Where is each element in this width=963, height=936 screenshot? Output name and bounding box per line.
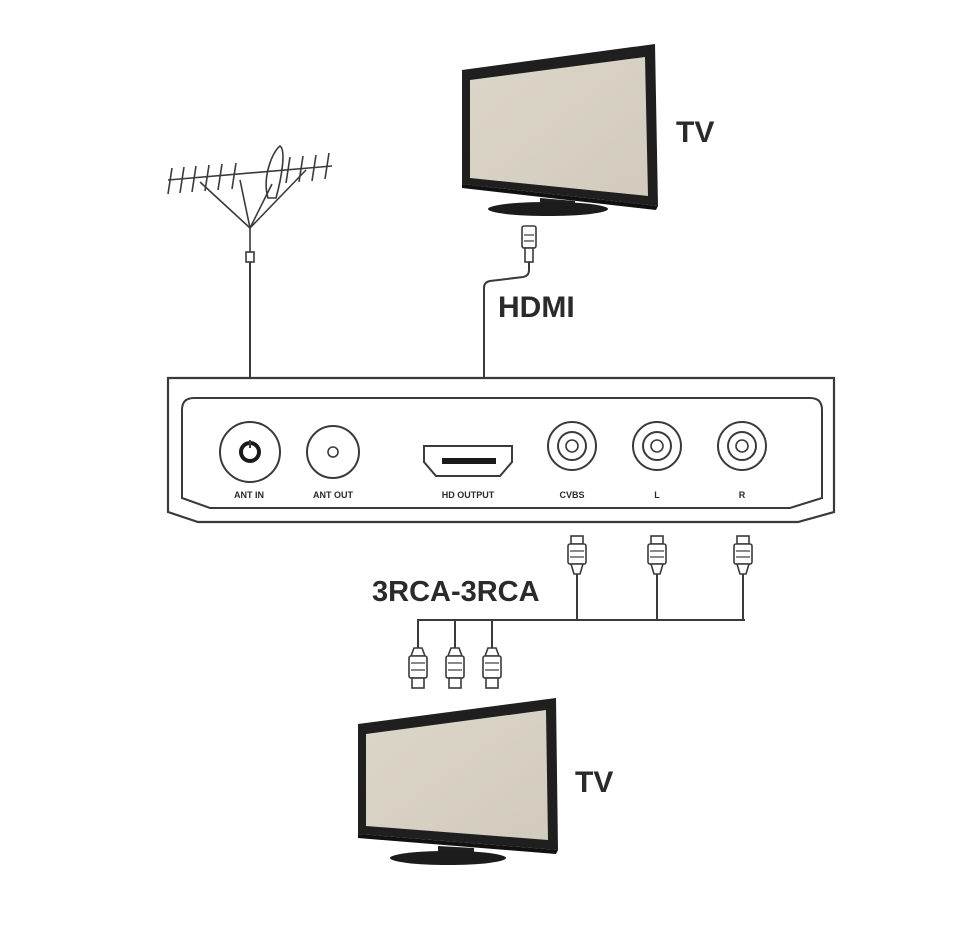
hdmi-label: HDMI bbox=[498, 291, 575, 324]
tv-top-label: TV bbox=[676, 116, 714, 149]
audio-right-port bbox=[717, 421, 767, 471]
rca-label: 3RCA-3RCA bbox=[372, 576, 540, 608]
rca-plug-lower-1 bbox=[408, 647, 428, 689]
cvbs-port bbox=[547, 421, 597, 471]
ant-out-label: ANT OUT bbox=[313, 490, 353, 500]
ant-in-label: ANT IN bbox=[234, 490, 264, 500]
audio-left-port bbox=[632, 421, 682, 471]
ant-in-port bbox=[219, 421, 281, 483]
cvbs-label: CVBS bbox=[559, 490, 584, 500]
rca-plug-r bbox=[733, 535, 753, 575]
rca-plug-l bbox=[647, 535, 667, 575]
antenna-icon bbox=[167, 145, 333, 263]
audio-right-label: R bbox=[739, 490, 746, 500]
tv-bottom-label: TV bbox=[575, 766, 613, 799]
hdmi-cable bbox=[483, 225, 537, 450]
rca-plug-cvbs bbox=[567, 535, 587, 575]
rca-plug-lower-2 bbox=[445, 647, 465, 689]
ant-out-port bbox=[306, 425, 360, 479]
hd-output-label: HD OUTPUT bbox=[442, 490, 495, 500]
rca-cable bbox=[408, 535, 753, 689]
rca-plug-lower-3 bbox=[482, 647, 502, 689]
audio-left-label: L bbox=[654, 490, 660, 500]
tv-top-icon bbox=[462, 44, 658, 216]
hd-output-port bbox=[423, 445, 513, 477]
tv-bottom-icon bbox=[358, 698, 558, 865]
